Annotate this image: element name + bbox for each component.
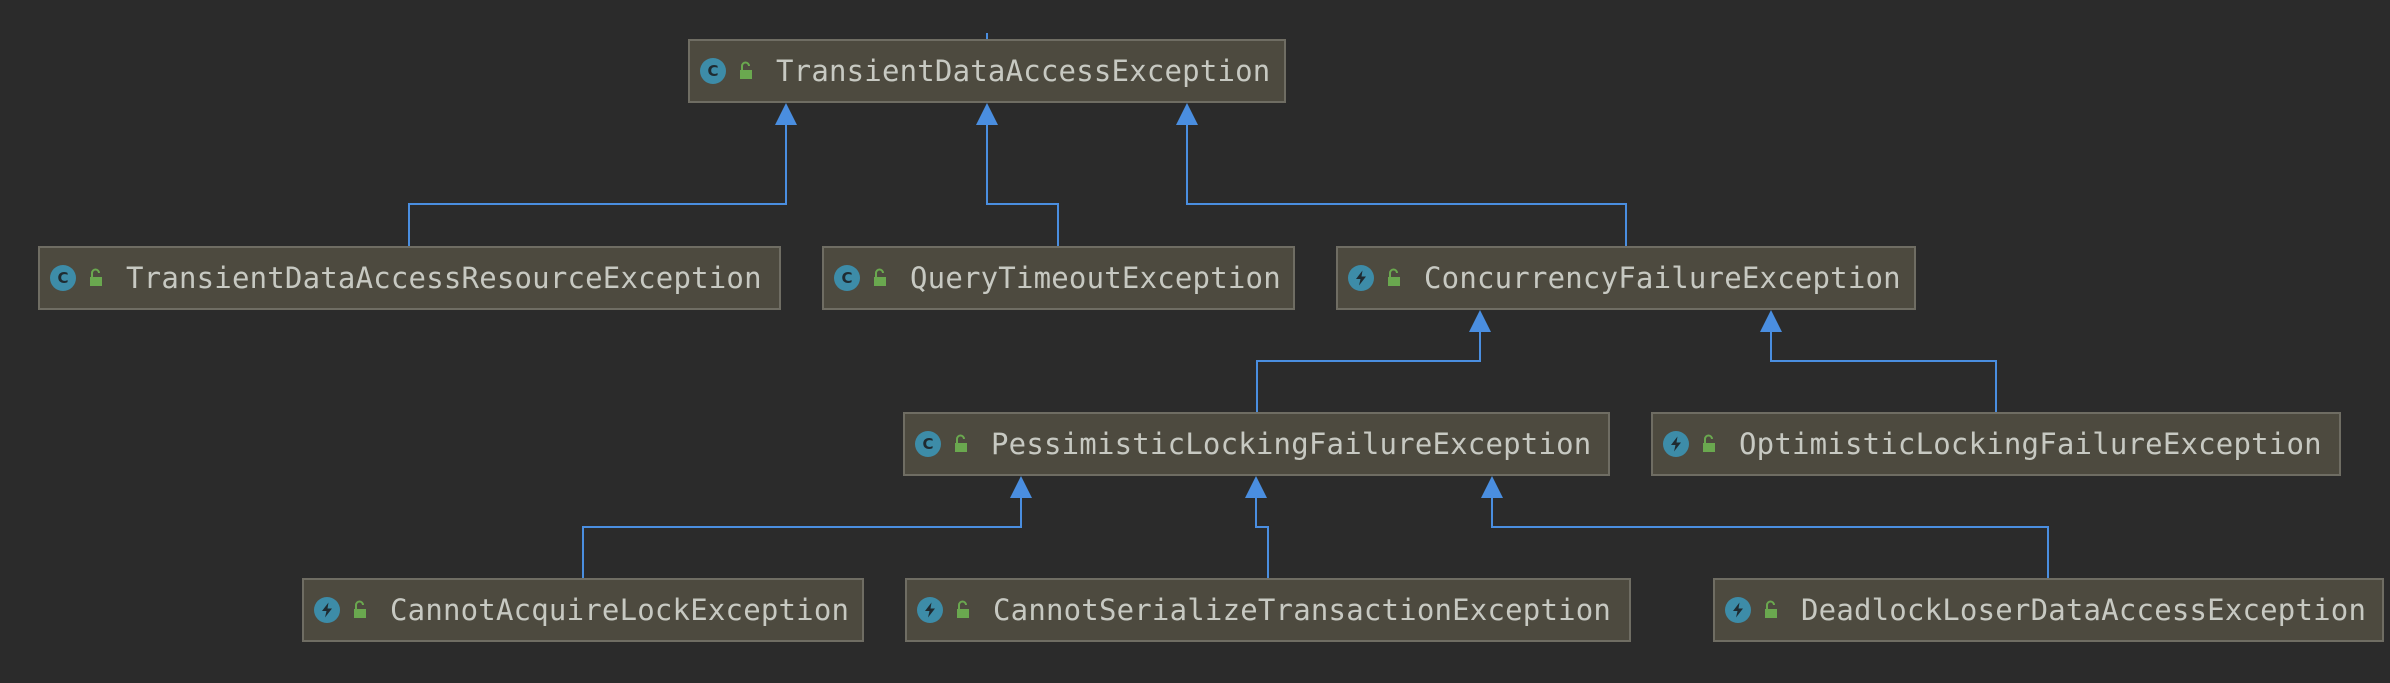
node-cannot-acquire-lock-exception[interactable]: CannotAcquireLockException <box>302 578 864 642</box>
unlocked-icon <box>953 434 969 454</box>
inheritance-edge <box>986 123 1059 246</box>
exception-icon <box>314 597 340 623</box>
svg-text:C: C <box>57 269 68 287</box>
node-label: ConcurrencyFailureException <box>1424 261 1901 295</box>
unlocked-icon <box>352 600 368 620</box>
inheritance-arrowhead <box>1010 476 1032 498</box>
class-icon: C <box>50 265 76 291</box>
node-optimistic-locking-failure-exception[interactable]: OptimisticLockingFailureException <box>1651 412 2341 476</box>
node-label: OptimisticLockingFailureException <box>1739 427 2322 461</box>
inheritance-edge <box>1770 330 1997 412</box>
node-label: DeadlockLoserDataAccessException <box>1801 593 2367 627</box>
node-pessimistic-locking-failure-exception[interactable]: C PessimisticLockingFailureException <box>903 412 1610 476</box>
unlocked-icon <box>88 268 104 288</box>
inheritance-arrowhead <box>775 103 797 125</box>
inheritance-arrowhead <box>1245 476 1267 498</box>
class-icon: C <box>834 265 860 291</box>
svg-text:C: C <box>841 269 852 287</box>
inheritance-arrowhead <box>1760 310 1782 332</box>
node-label: CannotSerializeTransactionException <box>993 593 1612 627</box>
unlocked-icon <box>955 600 971 620</box>
node-cannot-serialize-transaction-exception[interactable]: CannotSerializeTransactionException <box>905 578 1631 642</box>
inheritance-edge <box>1491 496 2049 578</box>
node-label: CannotAcquireLockException <box>390 593 850 627</box>
node-concurrency-failure-exception[interactable]: ConcurrencyFailureException <box>1336 246 1916 310</box>
inheritance-edge <box>1186 123 1627 246</box>
unlocked-icon <box>1763 600 1779 620</box>
node-label: QueryTimeoutException <box>910 261 1281 295</box>
node-deadlock-loser-data-access-exception[interactable]: DeadlockLoserDataAccessException <box>1713 578 2384 642</box>
node-label: TransientDataAccessResourceException <box>126 261 762 295</box>
inheritance-edge <box>582 496 1022 578</box>
exception-icon <box>917 597 943 623</box>
unlocked-icon <box>872 268 888 288</box>
node-label: TransientDataAccessException <box>776 54 1271 88</box>
inheritance-edge <box>408 123 787 246</box>
node-transient-data-access-exception[interactable]: C TransientDataAccessException <box>688 39 1286 103</box>
inheritance-edge <box>1255 496 1269 578</box>
unlocked-icon <box>1701 434 1717 454</box>
inheritance-arrowhead <box>1176 103 1198 125</box>
inheritance-arrowhead <box>976 103 998 125</box>
unlocked-icon <box>738 61 754 81</box>
class-icon: C <box>700 58 726 84</box>
inheritance-edge <box>1256 330 1481 412</box>
inheritance-arrowhead <box>1481 476 1503 498</box>
svg-text:C: C <box>922 435 933 453</box>
unlocked-icon <box>1386 268 1402 288</box>
node-transient-data-access-resource-exception[interactable]: C TransientDataAccessResourceException <box>38 246 781 310</box>
exception-icon <box>1725 597 1751 623</box>
class-icon: C <box>915 431 941 457</box>
node-label: PessimisticLockingFailureException <box>991 427 1592 461</box>
node-query-timeout-exception[interactable]: C QueryTimeoutException <box>822 246 1295 310</box>
svg-text:C: C <box>707 62 718 80</box>
exception-icon <box>1663 431 1689 457</box>
inheritance-arrowhead <box>1469 310 1491 332</box>
exception-icon <box>1348 265 1374 291</box>
